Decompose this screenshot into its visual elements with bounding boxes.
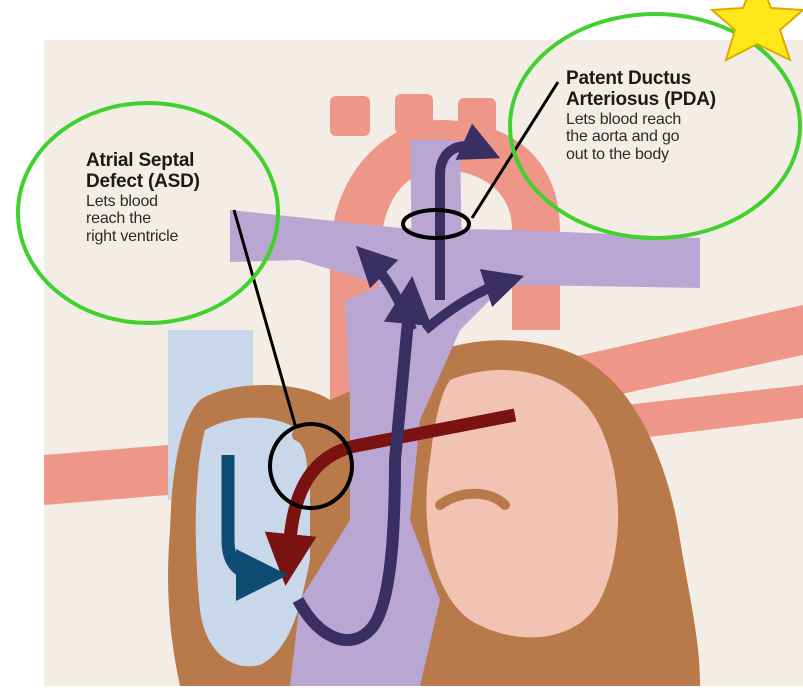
pda-desc-line1: Lets blood reach (566, 111, 716, 129)
asd-title-line2: Defect (ASD) (86, 171, 200, 192)
pda-desc-line3: out to the body (566, 146, 716, 164)
asd-desc-line2: reach the (86, 210, 200, 228)
left-heart-chamber (426, 370, 618, 637)
asd-title-line1: Atrial Septal (86, 150, 200, 171)
asd-desc-line3: right ventricle (86, 228, 200, 246)
pda-title-line1: Patent Ductus (566, 68, 716, 89)
pda-title-line2: Arteriosus (PDA) (566, 89, 716, 110)
pda-desc-line2: the aorta and go (566, 128, 716, 146)
pda-annotation: Patent Ductus Arteriosus (PDA) Lets bloo… (566, 68, 716, 164)
asd-desc-line1: Lets blood (86, 193, 200, 211)
asd-annotation: Atrial Septal Defect (ASD) Lets blood re… (86, 150, 200, 246)
